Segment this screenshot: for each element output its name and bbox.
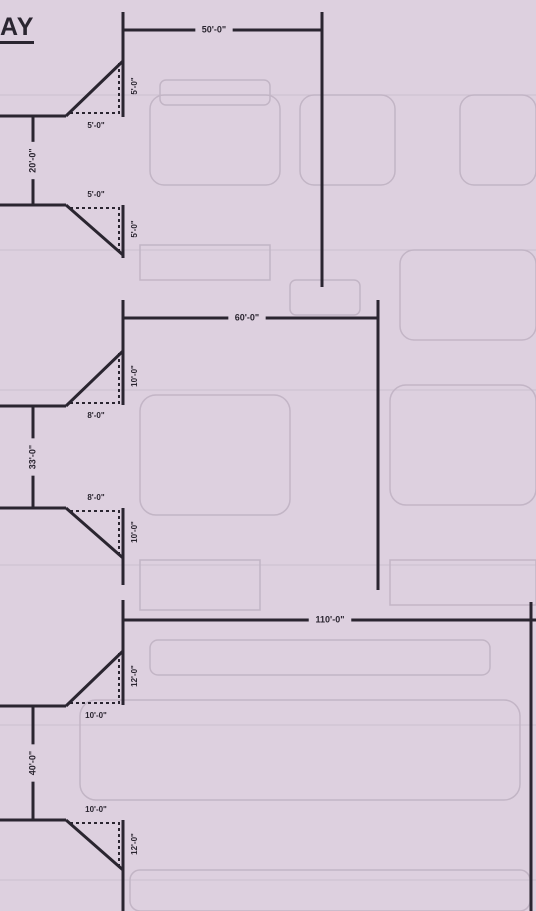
section-2-lower-stall-vertical-label: 10'-0" — [130, 521, 139, 543]
section-2-upper-stall-vertical-label: 10'-0" — [130, 365, 139, 387]
section-1-spacing-label: 20'-0" — [27, 148, 37, 172]
section-3-lane-length-label: 110'-0" — [316, 614, 345, 624]
section-3-spacing-label: 40'-0" — [27, 751, 37, 775]
section-3-lower-stall-dotted-box — [70, 822, 120, 870]
section-1-upper-stall-diagonal — [64, 59, 125, 118]
section-1-lane-length-label-bg — [195, 23, 233, 37]
section-2-lane-length-label: 60'-0" — [235, 312, 259, 322]
section-2-upper-stall-diagonal — [64, 349, 125, 408]
section-3-lower-stall-vertical-label: 12'-0" — [130, 833, 139, 855]
section-3-upper-stall-diagonal — [64, 649, 125, 708]
section-3-upper-stall-dotted-box — [70, 651, 120, 704]
section-1-lower-stall-vertical-label: 5'-0" — [130, 220, 139, 237]
section-2-lower-stall-diagonal — [65, 506, 124, 560]
page-heading: AY — [0, 14, 35, 44]
section-1-spacing-label-bg — [26, 141, 40, 180]
section-1-upper-stall-dotted-box — [70, 61, 120, 114]
section-1-lower-stall-horizontal-label: 5'-0" — [87, 190, 104, 199]
section-1-lane-length-label: 50'-0" — [202, 24, 226, 34]
section-3-upper-stall-horizontal-label: 10'-0" — [85, 711, 107, 720]
section-2-lane-length-label-bg — [228, 311, 266, 325]
section-1-lower-stall-diagonal — [65, 203, 124, 257]
section-1-lower-stall-dotted-box — [70, 207, 120, 255]
section-3-spacing-label-bg — [26, 744, 40, 782]
section-2-lower-stall-horizontal-label: 8'-0" — [87, 493, 104, 502]
section-2-lower-stall-dotted-box — [70, 510, 120, 558]
section-2-upper-stall-horizontal-label: 8'-0" — [87, 411, 104, 420]
section-2-spacing-label-bg — [26, 438, 40, 476]
section-3-lower-stall-horizontal-label: 10'-0" — [85, 805, 107, 814]
section-3-lane-length-label-bg — [308, 613, 352, 627]
section-1-upper-stall-horizontal-label: 5'-0" — [87, 121, 104, 130]
section-3-upper-stall-vertical-label: 12'-0" — [130, 665, 139, 687]
section-1-upper-stall-vertical-label: 5'-0" — [130, 77, 139, 94]
section-3-lower-stall-diagonal — [65, 818, 124, 872]
section-2-upper-stall-dotted-box — [70, 351, 120, 404]
section-2-spacing-label: 33'-0" — [27, 445, 37, 469]
